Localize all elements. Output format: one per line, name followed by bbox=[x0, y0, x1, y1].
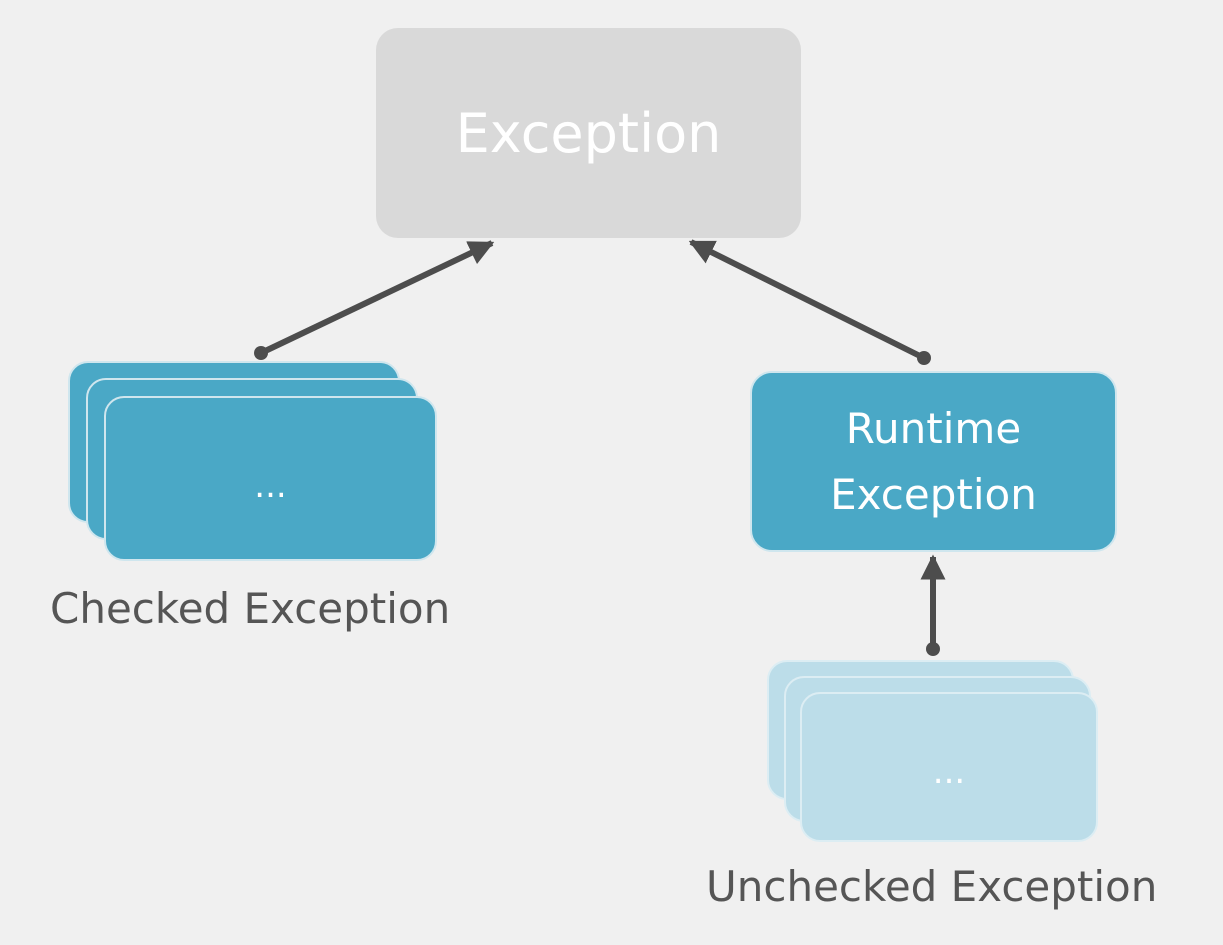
checked-to-exception-arrow bbox=[254, 240, 495, 360]
runtime-to-exception-arrow bbox=[688, 239, 931, 365]
exception-node-label: Exception bbox=[455, 101, 722, 165]
runtime-exception-node: Runtime Exception bbox=[750, 371, 1117, 552]
runtime-exception-label: Runtime Exception bbox=[830, 403, 1037, 519]
checked-card-ellipsis: ... bbox=[254, 466, 287, 506]
unchecked-card-ellipsis: ... bbox=[932, 752, 966, 792]
unchecked-to-runtime-arrow bbox=[920, 554, 946, 656]
checked-card-front bbox=[104, 396, 437, 561]
unchecked-card-front bbox=[800, 692, 1098, 842]
unchecked-exception-caption: Unchecked Exception bbox=[706, 862, 1158, 911]
checked-exception-caption: Checked Exception bbox=[50, 584, 451, 633]
exception-node: Exception bbox=[376, 28, 801, 238]
